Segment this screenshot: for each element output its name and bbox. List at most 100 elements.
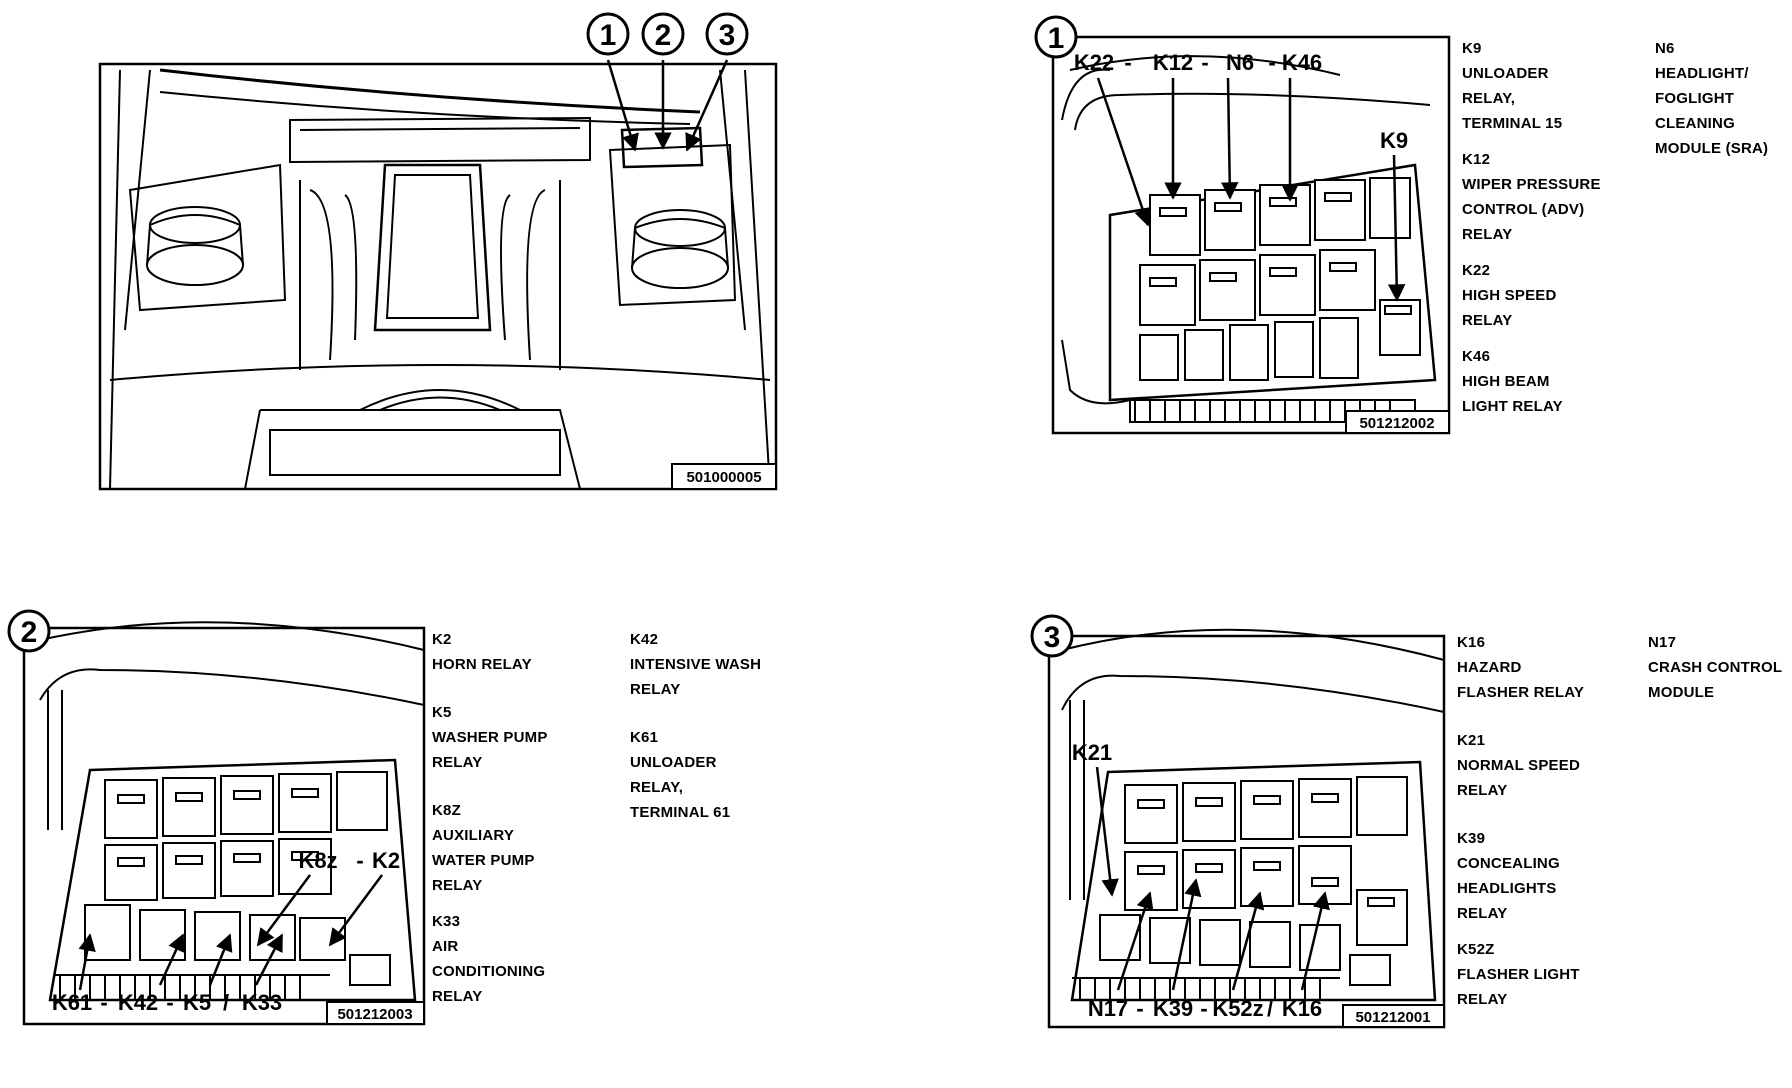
svg-text:-: - [1124, 50, 1131, 75]
legend-code: N6 [1655, 40, 1675, 57]
panel-2-label-k33: K33 [242, 990, 282, 1015]
legend-text: RELAY [432, 754, 483, 771]
legend-text: RELAY, [630, 779, 684, 796]
legend-code: K12 [1462, 151, 1491, 168]
legend-text: RELAY [1462, 226, 1513, 243]
callout-2-label: 2 [655, 19, 672, 52]
panel-1-label-k22: K22 [1074, 50, 1114, 75]
panel-1-figure: K22 - K12 - N6 - K46 K9 1 501212002 [1034, 15, 1451, 435]
legend-text: CONCEALING [1457, 855, 1560, 872]
svg-text:/: / [1267, 996, 1273, 1021]
legend-code: K8z [432, 802, 461, 819]
svg-text:-: - [1201, 50, 1208, 75]
panel-3-legend-col2: N17 CRASH CONTROL MODULE [1648, 630, 1782, 716]
overview-callouts: 1 2 3 501000005 [586, 12, 777, 490]
legend-text: RELAY [432, 877, 483, 894]
legend-code: K5 [432, 704, 452, 721]
panel-3-label-k39: K39 [1153, 996, 1193, 1021]
legend-text: AUXILIARY [432, 827, 515, 844]
panel-2-label-k42: K42 [118, 990, 158, 1015]
legend-text: INTENSIVE WASH [630, 656, 762, 673]
legend-text: HIGH BEAM [1462, 373, 1550, 390]
legend-text: RELAY [1457, 782, 1508, 799]
panel-3-figure-id: 501212001 [1355, 1009, 1430, 1026]
legend-item-k22: K22 HIGH SPEED RELAY [1462, 258, 1601, 333]
callout-1-label: 1 [600, 19, 617, 52]
legend-text: RELAY [1457, 905, 1508, 922]
legend-text: HEADLIGHTS [1457, 880, 1557, 897]
legend-code: K16 [1457, 634, 1486, 651]
legend-text: RELAY [630, 681, 681, 698]
overview-figure-id: 501000005 [686, 469, 761, 486]
legend-code: K52z [1457, 941, 1495, 958]
legend-code: K42 [630, 631, 659, 648]
panel-2-legend-col1: K2 HORN RELAY K5 WASHER PUMP RELAY K8z A… [432, 627, 548, 1020]
legend-item-k16: K16 HAZARD FLASHER RELAY [1457, 630, 1584, 705]
panel-3-label-k21: K21 [1072, 740, 1112, 765]
legend-text: LIGHT RELAY [1462, 398, 1563, 415]
panel-1-label-k9: K9 [1380, 128, 1408, 153]
panel-1-number: 1 [1048, 22, 1065, 55]
legend-text: FLASHER LIGHT [1457, 966, 1580, 983]
legend-code: N17 [1648, 634, 1677, 651]
svg-text:-: - [166, 990, 173, 1015]
legend-item-k39: K39 CONCEALING HEADLIGHTS RELAY [1457, 826, 1584, 926]
legend-item-k42: K42 INTENSIVE WASH RELAY [630, 627, 761, 702]
panel-2-number: 2 [21, 616, 38, 649]
svg-text:-: - [1136, 996, 1143, 1021]
legend-text: UNLOADER [630, 754, 717, 771]
legend-text: WIPER PRESSURE [1462, 176, 1601, 193]
legend-item-n17: N17 CRASH CONTROL MODULE [1648, 630, 1782, 705]
svg-text:-: - [1268, 50, 1275, 75]
legend-item-k46: K46 HIGH BEAM LIGHT RELAY [1462, 344, 1601, 419]
callout-3: 3 [705, 12, 749, 56]
legend-item-k52z: K52z FLASHER LIGHT RELAY [1457, 937, 1584, 1012]
legend-code: K21 [1457, 732, 1486, 749]
engine-bay-overview [98, 62, 778, 491]
panel-1-legend-col1: K9 UNLOADER RELAY, TERMINAL 15 K12 WIPER… [1462, 36, 1601, 430]
legend-text: HAZARD [1457, 659, 1522, 676]
panel-3-legend-col1: K16 HAZARD FLASHER RELAY K21 NORMAL SPEE… [1457, 630, 1584, 1023]
panel-3-figure: K21 N17 - K39 - K52z / K16 3 501212001 [1030, 614, 1446, 1029]
callout-2: 2 [641, 12, 685, 56]
legend-text: CONTROL (ADV) [1462, 201, 1585, 218]
panel-3-label-k52z: K52z [1212, 996, 1263, 1021]
panel-2-figure: K8z - K2 K61 - K42 - K5 / K33 2 50121200… [7, 609, 426, 1026]
legend-item-k9: K9 UNLOADER RELAY, TERMINAL 15 [1462, 36, 1601, 136]
legend-text: AIR [432, 938, 459, 955]
legend-code: K39 [1457, 830, 1486, 847]
legend-item-k33: K33 AIR CONDITIONING RELAY [432, 909, 548, 1009]
legend-item-k21: K21 NORMAL SPEED RELAY [1457, 728, 1584, 803]
legend-text: FLASHER RELAY [1457, 684, 1585, 701]
svg-text:/: / [223, 990, 229, 1015]
legend-text: CONDITIONING [432, 963, 546, 980]
panel-2-label-k2: K2 [372, 848, 400, 873]
legend-text: FOGLIGHT [1655, 90, 1735, 107]
legend-text: MODULE (SRA) [1655, 140, 1769, 157]
legend-text: WATER PUMP [432, 852, 535, 869]
panel-1-label-k46: K46 [1282, 50, 1322, 75]
legend-item-k8z: K8z AUXILIARY WATER PUMP RELAY [432, 798, 548, 898]
legend-code: K46 [1462, 348, 1491, 365]
panel-3-number: 3 [1044, 621, 1061, 654]
legend-code: K33 [432, 913, 461, 930]
panel-2-label-k5: K5 [183, 990, 211, 1015]
legend-text: CLEANING [1655, 115, 1735, 132]
svg-text:-: - [356, 848, 363, 873]
legend-text: CRASH CONTROL [1648, 659, 1783, 676]
legend-text: NORMAL SPEED [1457, 757, 1580, 774]
panel-2-legend-col2: K42 INTENSIVE WASH RELAY K61 UNLOADER RE… [630, 627, 761, 836]
svg-text:-: - [100, 990, 107, 1015]
legend-text: RELAY [1462, 312, 1513, 329]
panel-2-figure-id: 501212003 [337, 1006, 412, 1023]
panel-3-label-n17: N17 [1088, 996, 1128, 1021]
panel-2-label-k61: K61 [52, 990, 92, 1015]
legend-code: K2 [432, 631, 452, 648]
legend-text: UNLOADER [1462, 65, 1549, 82]
legend-text: TERMINAL 15 [1462, 115, 1563, 132]
legend-text: TERMINAL 61 [630, 804, 731, 821]
panel-2-label-k8z: K8z [298, 848, 337, 873]
legend-text: HIGH SPEED [1462, 287, 1557, 304]
legend-text: RELAY [432, 988, 483, 1005]
